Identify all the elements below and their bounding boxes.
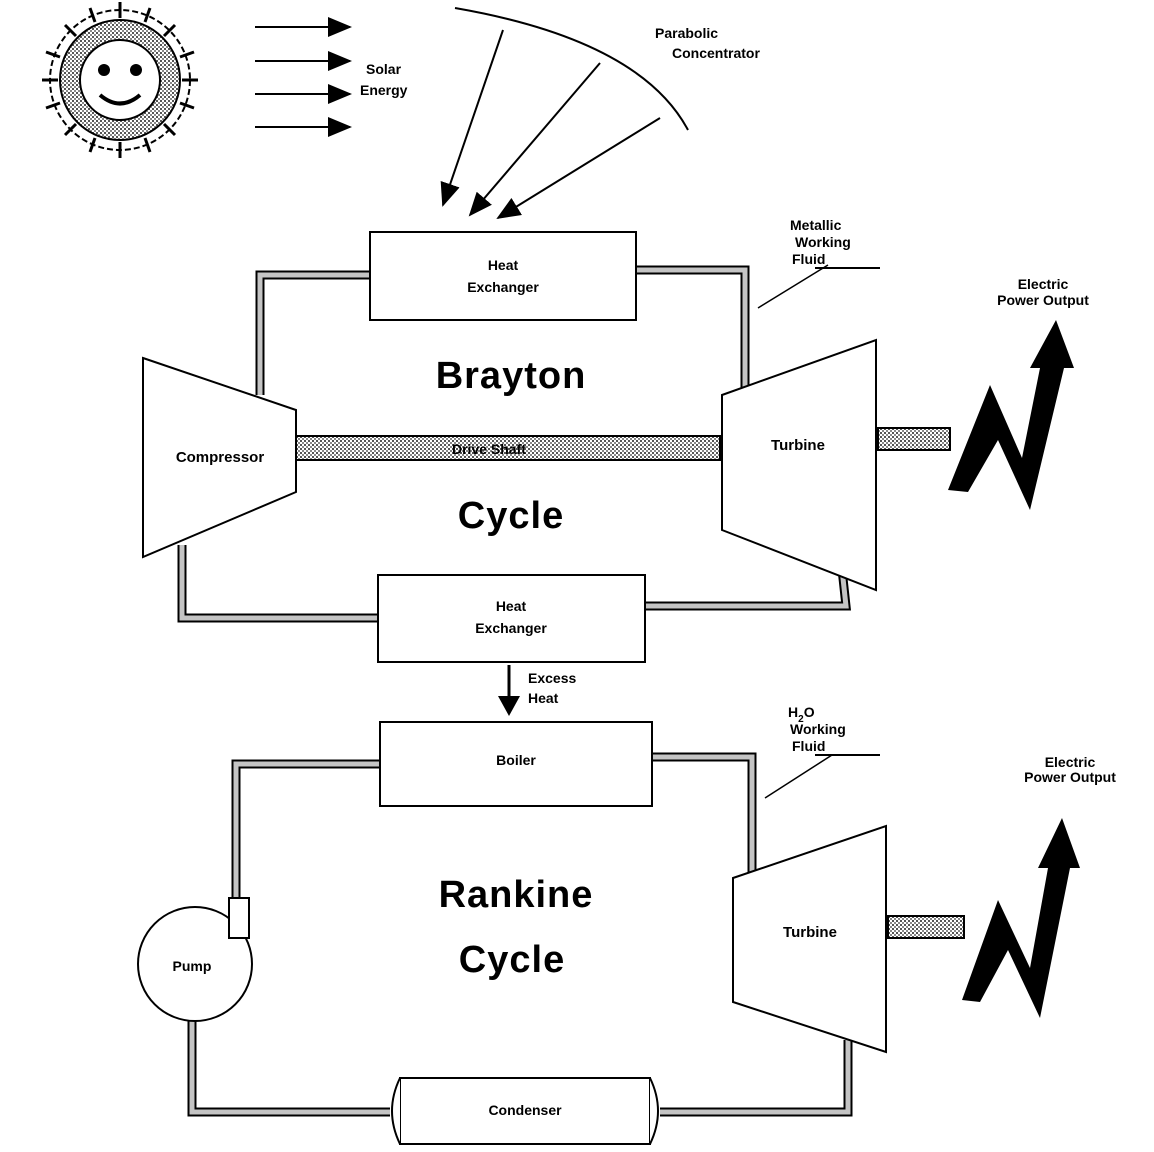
solar-label-line1: Solar (366, 61, 402, 77)
heat-exchanger-bottom (377, 574, 646, 663)
brayton-fluid-line1: Metallic (790, 217, 842, 233)
rankine-fluid-line3: Fluid (792, 738, 825, 754)
compressor (142, 356, 297, 559)
ray-arrow-icon (496, 117, 661, 220)
rankine-pipes (187, 752, 853, 1117)
excess-heat-line2: Heat (528, 690, 559, 706)
rankine-turbine (732, 824, 887, 1054)
rankine-title-line1: Rankine (439, 874, 594, 916)
drive-shaft-label: Drive Shaft (452, 441, 526, 457)
sun-icon (42, 2, 198, 158)
ray-arrow-icon (440, 29, 504, 207)
brayton-title-line2: Cycle (458, 495, 564, 537)
rankine-fluid-line2: Working (790, 721, 846, 737)
drive-shaft (291, 435, 721, 461)
boiler (379, 721, 653, 807)
solar-label-line2: Energy (360, 82, 408, 98)
condenser-label: Condenser (488, 1102, 562, 1118)
heat-exchanger-bottom-line1: Heat (496, 598, 527, 614)
brayton-output-line2: Power Output (997, 292, 1089, 308)
solar-arrows (255, 17, 352, 137)
heat-exchanger-top (369, 231, 637, 321)
ray-arrow-icon (468, 62, 601, 217)
concentrated-rays (440, 29, 661, 220)
parabolic-concentrator (454, 7, 689, 131)
excess-heat-arrow (498, 665, 520, 716)
rankine-output-line2: Power Output (1024, 769, 1116, 785)
brayton-turbine (721, 338, 877, 592)
brayton-fluid-line2: Working (795, 234, 851, 250)
rankine-fluid-line1: H2O (788, 704, 815, 725)
lightning-bolt-icon (962, 818, 1080, 1018)
fluid-leader-rankine (764, 754, 833, 799)
fluid-leader-brayton (757, 264, 829, 309)
brayton-title-line1: Brayton (436, 355, 587, 397)
lightning-bolt-icon (948, 320, 1074, 510)
rankine-title-line2: Cycle (459, 939, 565, 981)
excess-heat-line1: Excess (528, 670, 576, 686)
brayton-turbine-label: Turbine (771, 437, 825, 454)
pump-outlet (228, 897, 250, 939)
pump-label: Pump (173, 958, 212, 974)
output-shaft-brayton (877, 427, 951, 451)
brayton-output-line1: Electric (1018, 276, 1069, 292)
condenser (391, 1077, 659, 1145)
heat-exchanger-top-line1: Heat (488, 257, 519, 273)
pump (137, 906, 253, 1022)
boiler-label: Boiler (496, 752, 536, 768)
brayton-fluid-line3: Fluid (792, 251, 825, 267)
rankine-turbine-label: Turbine (783, 924, 837, 941)
compressor-label: Compressor (176, 449, 265, 466)
heat-exchanger-top-line2: Exchanger (467, 279, 539, 295)
concentrator-label-line2: Concentrator (672, 45, 760, 61)
output-shaft-rankine (887, 915, 965, 939)
concentrator-label-line1: Parabolic (655, 25, 718, 41)
heat-exchanger-bottom-line2: Exchanger (475, 620, 547, 636)
rankine-output-line1: Electric (1045, 754, 1096, 770)
